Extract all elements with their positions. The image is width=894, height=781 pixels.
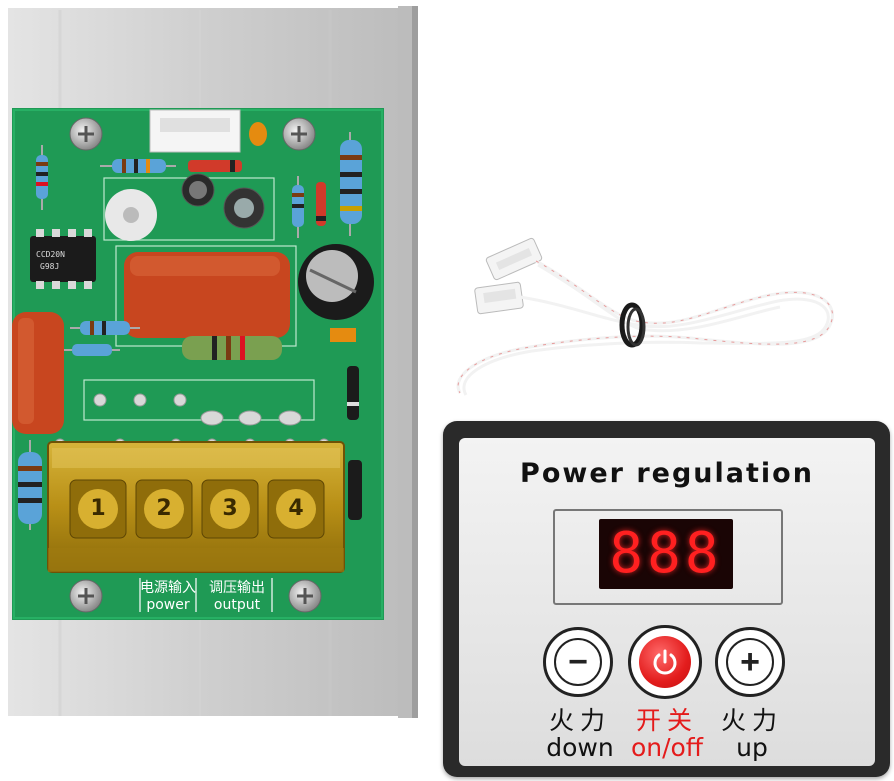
power-down-button[interactable]: −: [543, 627, 613, 697]
terminal-number: 2: [156, 496, 172, 521]
control-panel-face: [459, 438, 875, 766]
on-off-label-cn: 开关: [635, 706, 698, 735]
panel-title: Power regulation: [520, 458, 814, 489]
cable-connector: [485, 237, 543, 281]
display-frame: [553, 509, 783, 605]
resistor: [340, 132, 362, 236]
plus-icon: +: [726, 638, 774, 686]
led-digits: 888: [609, 521, 723, 586]
capacitor: [249, 122, 267, 146]
screw-top-left: [69, 117, 103, 151]
inductor: [182, 336, 282, 360]
cable-connector: [474, 281, 524, 315]
output-label: output: [213, 597, 261, 613]
minus-icon: −: [554, 638, 602, 686]
power-input-label: power: [146, 597, 190, 613]
on-off-button[interactable]: [628, 625, 702, 699]
diode: [316, 182, 326, 226]
diode: [347, 366, 359, 420]
screw-bottom-right: [288, 579, 322, 613]
resistor: [70, 321, 140, 335]
on-off-label: on/off: [630, 733, 704, 762]
terminal-number: 4: [288, 496, 304, 521]
power-input-label-cn: 电源输入: [140, 580, 196, 596]
terminal-number: 1: [90, 496, 106, 521]
led-display: [599, 519, 733, 589]
up-label: up: [736, 733, 768, 762]
resistor: [292, 176, 304, 238]
diode: [348, 460, 362, 520]
resistor: [36, 145, 48, 210]
chip-marking: G98J: [40, 262, 60, 271]
screw-top-right: [282, 117, 316, 151]
chip: [30, 236, 96, 282]
resistor: [18, 440, 42, 530]
resistor: [100, 159, 176, 173]
cable-tie: [619, 302, 646, 348]
power-icon: [639, 636, 691, 688]
resistor: [64, 344, 120, 356]
diode: [188, 160, 242, 172]
power-up-button[interactable]: +: [715, 627, 785, 697]
ribbon-cable: [456, 237, 834, 396]
down-label-cn: 火力: [548, 706, 611, 735]
output-label-cn: 调压输出: [209, 580, 265, 596]
regulator-board: [8, 6, 418, 718]
screw-bottom-left: [69, 579, 103, 613]
down-label: down: [546, 733, 614, 762]
up-label-cn: 火力: [720, 706, 783, 735]
terminal-number: 3: [222, 496, 238, 521]
chip-marking: CCD20N: [36, 250, 65, 259]
